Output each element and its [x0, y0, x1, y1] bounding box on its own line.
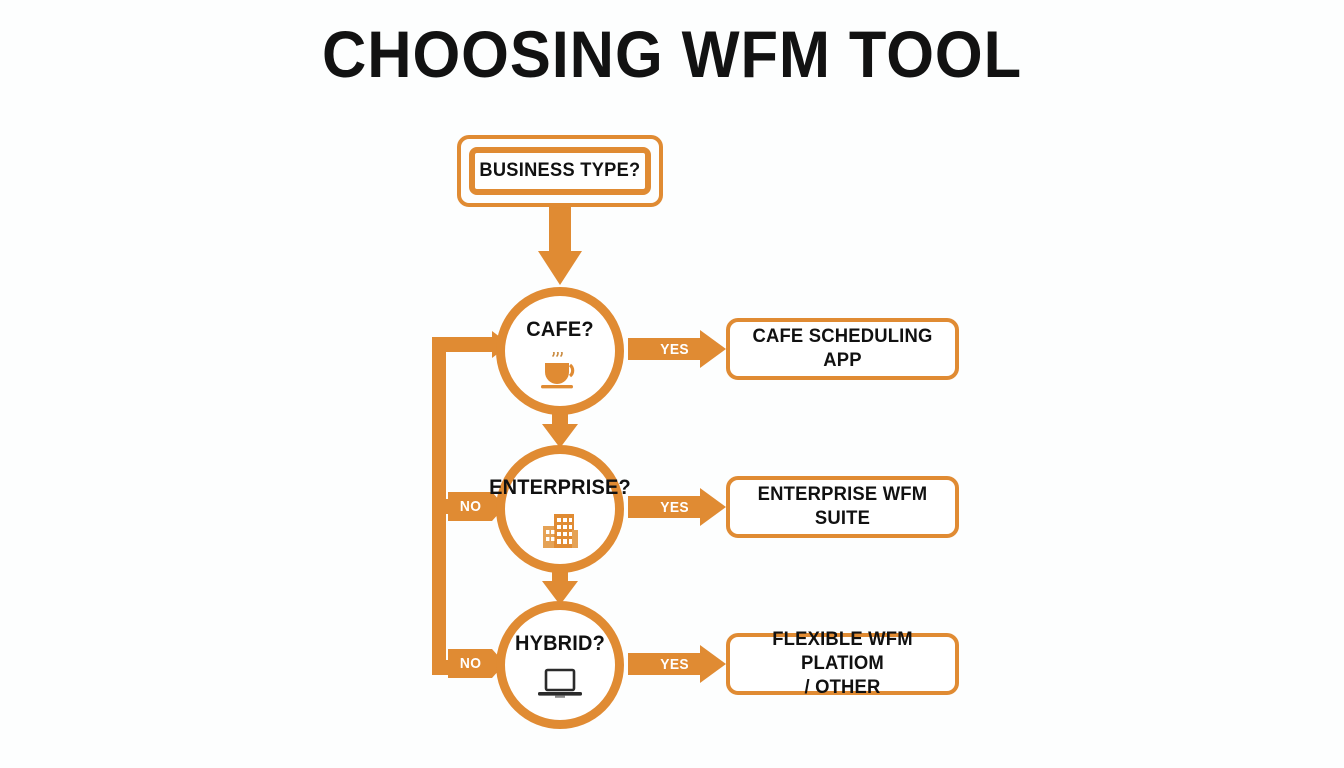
arrow-start-to-cafe	[538, 207, 582, 285]
node-decision-hybrid[interactable]: HYBRID?	[496, 601, 624, 729]
node-decision-cafe[interactable]: CAFE?	[496, 287, 624, 415]
node-business-type-inner: BUSINESS TYPE?	[469, 147, 651, 195]
node-outcome-hybrid-line1: FLEXIBLE WFM PLATIOM	[772, 629, 913, 675]
node-decision-hybrid-label: HYBRID?	[514, 632, 605, 655]
node-outcome-hybrid-label: FLEXIBLE WFM PLATIOM / OTHER	[733, 628, 951, 699]
node-business-type-label: BUSINESS TYPE?	[479, 160, 641, 181]
page-title: CHOOSING WFM TOOL	[321, 17, 1023, 91]
node-outcome-hybrid[interactable]: FLEXIBLE WFM PLATIOM / OTHER	[726, 629, 959, 698]
arrow-yes-hybrid	[628, 645, 726, 683]
laptop-icon	[505, 666, 615, 706]
coffee-cup-icon	[505, 350, 615, 396]
arrow-no-to-enterprise	[432, 492, 505, 521]
node-outcome-cafe[interactable]: CAFE SCHEDULING APP	[726, 318, 959, 380]
node-decision-cafe-label: CAFE?	[526, 318, 594, 341]
node-outcome-enterprise-label: ENTERPRISE WFM SUITE	[757, 484, 928, 529]
node-decision-enterprise[interactable]: ENTERPRISE?	[489, 445, 631, 573]
arrow-yes-enterprise	[628, 488, 726, 526]
node-outcome-enterprise[interactable]: ENTERPRISE WFM SUITE	[726, 476, 959, 538]
arrow-no-to-hybrid	[432, 649, 505, 678]
node-business-type[interactable]: BUSINESS TYPE?	[457, 135, 663, 207]
office-building-icon	[505, 510, 615, 554]
node-outcome-hybrid-line2: / OTHER	[804, 676, 881, 698]
node-outcome-cafe-label: CAFE SCHEDULING APP	[752, 326, 933, 371]
arrow-cafe-to-enterprise	[542, 414, 578, 448]
node-decision-enterprise-label: ENTERPRISE?	[489, 476, 631, 499]
arrow-enterprise-to-hybrid	[542, 571, 578, 605]
arrow-yes-cafe	[628, 330, 726, 368]
